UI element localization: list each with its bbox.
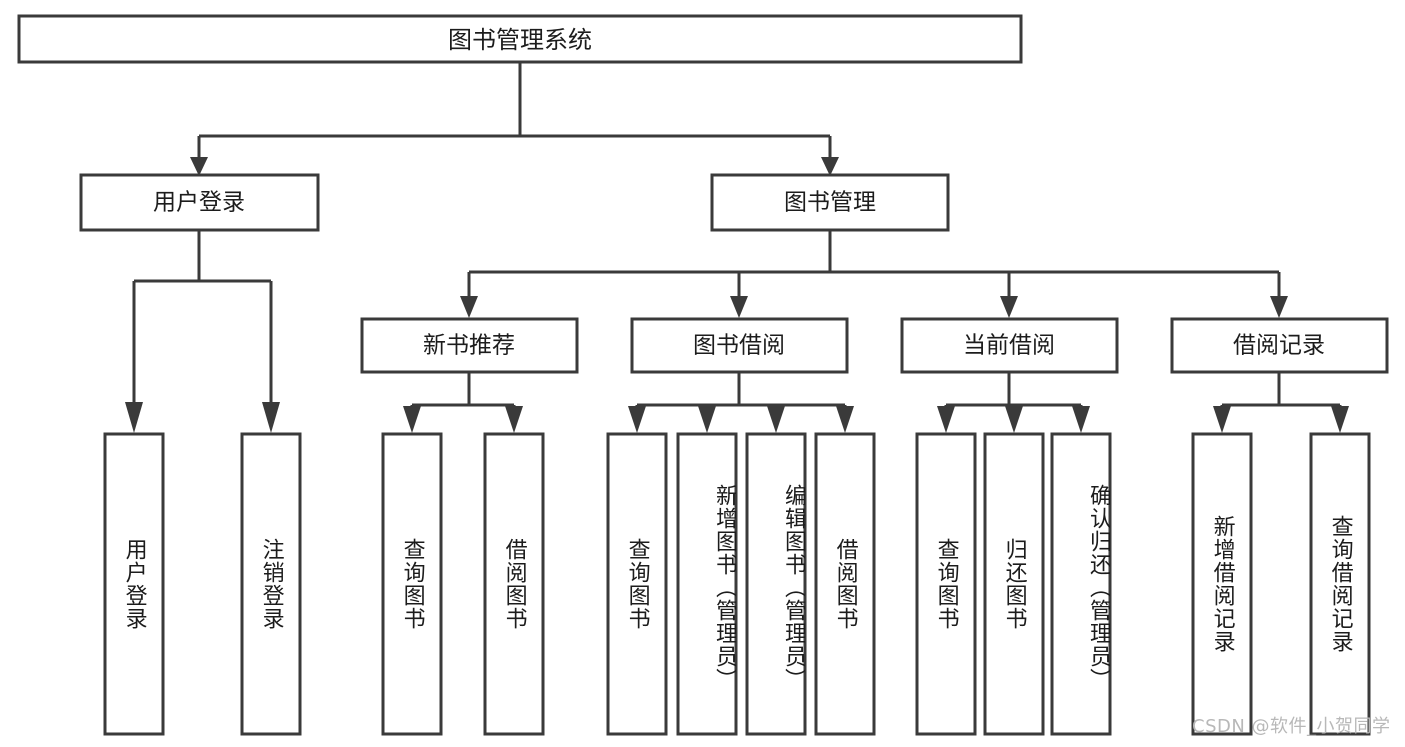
arrow-leaf-current-borrow-1 <box>937 406 955 433</box>
node-label-borrow-record: 借阅记录 <box>1233 333 1325 359</box>
arrow-to-book-borrow <box>730 296 748 318</box>
node-box-leaf-new-book-2[interactable] <box>483 432 545 736</box>
arrow-leaf-book-borrow-4 <box>836 406 854 433</box>
box-layer <box>17 14 1389 736</box>
horizontal-label-layer: 图书管理系统 用户登录 图书管理 新书推荐 图书借阅 当前借阅 借阅记录 <box>153 26 1325 359</box>
node-label-current-borrow: 当前借阅 <box>963 333 1055 359</box>
arrow-to-book-mgmt <box>821 157 839 176</box>
node-box-leaf-book-borrow-1[interactable] <box>606 432 668 736</box>
node-box-leaf-current-borrow-3[interactable] <box>1050 432 1112 736</box>
arrow-leaf-book-borrow-1 <box>628 406 646 433</box>
node-box-leaf-book-borrow-3[interactable] <box>745 432 807 736</box>
node-label-user-login: 用户登录 <box>153 190 245 216</box>
arrow-leaf-borrow-record-2 <box>1331 406 1349 433</box>
node-box-leaf-user-login-2[interactable] <box>240 432 302 736</box>
arrow-leaf-book-borrow-2 <box>698 406 716 433</box>
node-label-book-mgmt: 图书管理 <box>784 190 876 216</box>
arrow-to-borrow-record <box>1270 296 1288 318</box>
csdn-watermark: CSDN @软件_小贺同学 <box>1192 716 1391 737</box>
node-box-root[interactable] <box>17 14 1023 64</box>
arrow-leaf-user-login-2 <box>262 402 280 433</box>
node-label-root: 图书管理系统 <box>448 26 592 54</box>
node-box-leaf-user-login-1[interactable] <box>103 432 165 736</box>
node-box-leaf-borrow-record-1[interactable] <box>1191 432 1253 736</box>
arrow-to-user-login <box>190 157 208 176</box>
node-box-leaf-book-borrow-4[interactable] <box>814 432 876 736</box>
connector-layer <box>125 63 1349 433</box>
arrow-leaf-book-borrow-3 <box>767 406 785 433</box>
node-box-user-login[interactable] <box>79 173 320 232</box>
node-box-leaf-book-borrow-2[interactable] <box>676 432 738 736</box>
node-label-book-borrow: 图书借阅 <box>693 333 785 359</box>
arrow-leaf-borrow-record-1 <box>1213 406 1231 433</box>
node-box-new-book[interactable] <box>360 317 579 374</box>
arrow-to-new-book <box>460 296 478 318</box>
arrow-to-current-borrow <box>1000 296 1018 318</box>
node-box-leaf-current-borrow-2[interactable] <box>983 432 1045 736</box>
node-box-book-borrow[interactable] <box>630 317 849 374</box>
node-box-current-borrow[interactable] <box>900 317 1119 374</box>
node-box-borrow-record[interactable] <box>1170 317 1389 374</box>
node-label-new-book: 新书推荐 <box>423 333 515 359</box>
node-box-leaf-new-book-1[interactable] <box>381 432 443 736</box>
node-box-leaf-current-borrow-1[interactable] <box>915 432 977 736</box>
node-box-leaf-borrow-record-2[interactable] <box>1309 432 1371 736</box>
arrow-leaf-current-borrow-2 <box>1005 406 1023 433</box>
arrow-leaf-new-book-2 <box>505 406 523 433</box>
arrow-leaf-new-book-1 <box>403 406 421 433</box>
node-box-book-mgmt[interactable] <box>710 173 950 232</box>
arrow-leaf-current-borrow-3 <box>1072 406 1090 433</box>
arrow-leaf-user-login-1 <box>125 402 143 433</box>
